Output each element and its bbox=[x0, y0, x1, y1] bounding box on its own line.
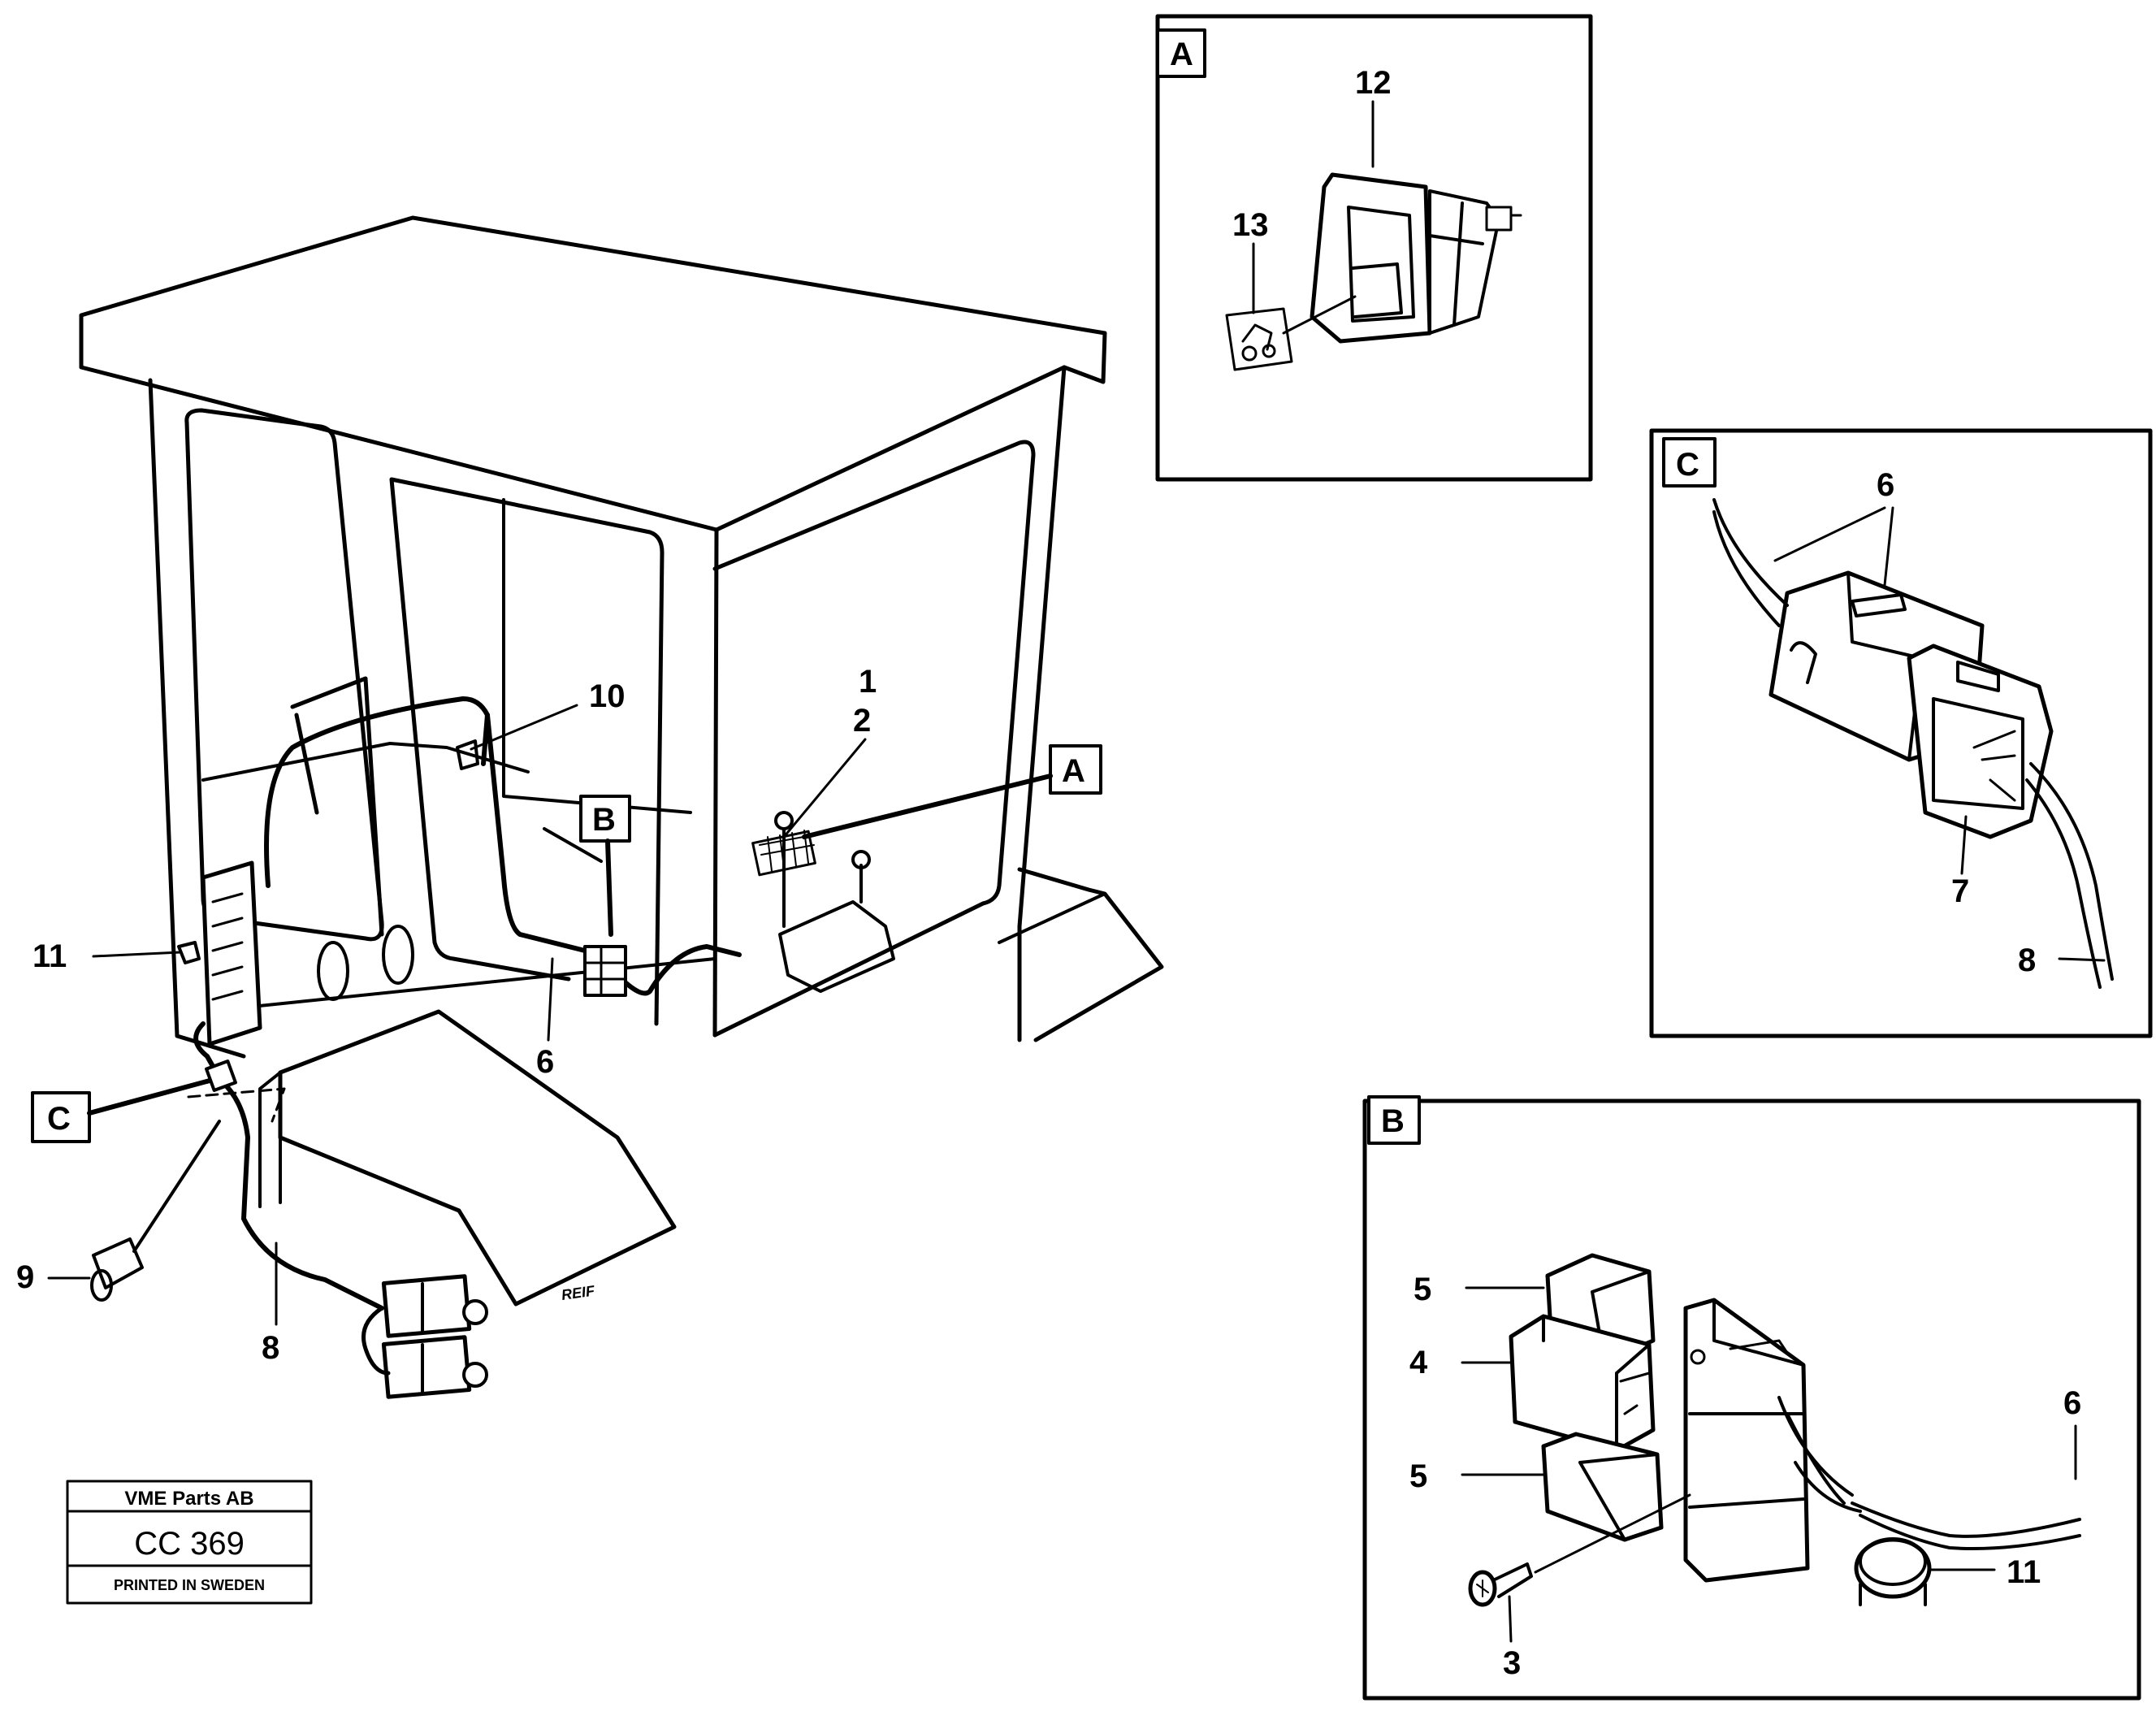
detail-c-letter: C bbox=[1676, 447, 1699, 483]
main-callouts: 1 2 10 6 11 9 8 A B C bbox=[16, 664, 1102, 1366]
stamp-company: VME Parts AB bbox=[124, 1488, 253, 1510]
drawing-mark: REIF bbox=[561, 1282, 596, 1303]
relay-5-bottom bbox=[1541, 1432, 1664, 1542]
ref-box-a bbox=[1049, 744, 1102, 795]
ref-c-leader bbox=[87, 1078, 212, 1116]
callout-10: 10 bbox=[589, 678, 626, 714]
relay-block-b-location bbox=[583, 945, 627, 997]
connector-6-7 bbox=[1769, 570, 2054, 839]
ref-a-letter: A bbox=[1062, 753, 1085, 789]
c-callout-7: 7 bbox=[1951, 873, 1969, 909]
rear-window bbox=[184, 408, 384, 942]
screw-3 bbox=[1468, 1562, 1533, 1607]
solenoid-valves bbox=[361, 1274, 488, 1399]
sensor-9 bbox=[92, 1237, 144, 1289]
cab-illustration: REIF bbox=[79, 215, 1164, 1399]
detail-c: C 6 7 8 bbox=[1649, 428, 2153, 1038]
detail-a-letter: A bbox=[1170, 37, 1193, 72]
relay-holder bbox=[1683, 1298, 1810, 1583]
door-frame bbox=[389, 477, 665, 1026]
c-callout-8: 8 bbox=[2018, 942, 2036, 978]
stamp-box: VME Parts AB CC 369 PRINTED IN SWEDEN bbox=[66, 1480, 313, 1605]
ref-b-letter: B bbox=[592, 802, 616, 838]
grommet-11 bbox=[1854, 1537, 1932, 1606]
ref-box-c bbox=[31, 1091, 91, 1143]
b-callout-3: 3 bbox=[1503, 1645, 1521, 1681]
cab-roof bbox=[79, 215, 1107, 532]
relay-4 bbox=[1509, 1314, 1656, 1453]
detail-b-letter-box bbox=[1367, 1095, 1421, 1145]
detail-a: A 12 13 bbox=[1155, 14, 1593, 482]
stamp-printed: PRINTED IN SWEDEN bbox=[114, 1577, 265, 1593]
left-fender bbox=[278, 1009, 677, 1306]
callout-8: 8 bbox=[262, 1330, 279, 1366]
callout-2: 2 bbox=[853, 703, 871, 739]
callout-1: 1 bbox=[859, 664, 877, 700]
left-side-panel bbox=[201, 860, 262, 1046]
callout-13: 13 bbox=[1232, 207, 1269, 243]
detail-b-cables bbox=[1777, 1396, 1862, 1513]
detail-c-frame bbox=[1649, 428, 2153, 1038]
detail-b-frame bbox=[1362, 1098, 2141, 1701]
callout-12: 12 bbox=[1355, 65, 1392, 101]
operator-seat bbox=[290, 676, 384, 937]
ref-c-letter: C bbox=[47, 1101, 71, 1137]
detail-c-letter-box bbox=[1662, 437, 1717, 488]
b-callout-5-top: 5 bbox=[1414, 1272, 1431, 1307]
windshield-frame bbox=[712, 440, 1036, 1038]
detail-b: B bbox=[1362, 1095, 2141, 1701]
rocker-switch-12 bbox=[1310, 172, 1522, 344]
detail-b-letter: B bbox=[1381, 1103, 1405, 1139]
stamp-code: CC 369 bbox=[134, 1526, 245, 1562]
ref-a-leader bbox=[802, 774, 1053, 839]
b-callout-6: 6 bbox=[2063, 1385, 2081, 1421]
symbol-plate-13 bbox=[1225, 307, 1293, 371]
detail-a-frame bbox=[1155, 14, 1593, 482]
b-callout-4: 4 bbox=[1409, 1345, 1428, 1380]
ref-b-leader bbox=[605, 838, 613, 937]
detail-c-cable-8 bbox=[2025, 762, 2114, 989]
b-callout-5-bottom: 5 bbox=[1409, 1458, 1427, 1494]
b-callout-11: 11 bbox=[2007, 1554, 2041, 1590]
wiring-harness bbox=[193, 1021, 384, 1311]
detail-a-letter-box bbox=[1156, 28, 1206, 78]
callout-6: 6 bbox=[536, 1044, 554, 1080]
c-callout-6: 6 bbox=[1877, 467, 1894, 503]
callout-9: 9 bbox=[16, 1259, 34, 1295]
detail-c-cable-in bbox=[1712, 498, 1789, 627]
callout-11: 11 bbox=[32, 938, 67, 974]
